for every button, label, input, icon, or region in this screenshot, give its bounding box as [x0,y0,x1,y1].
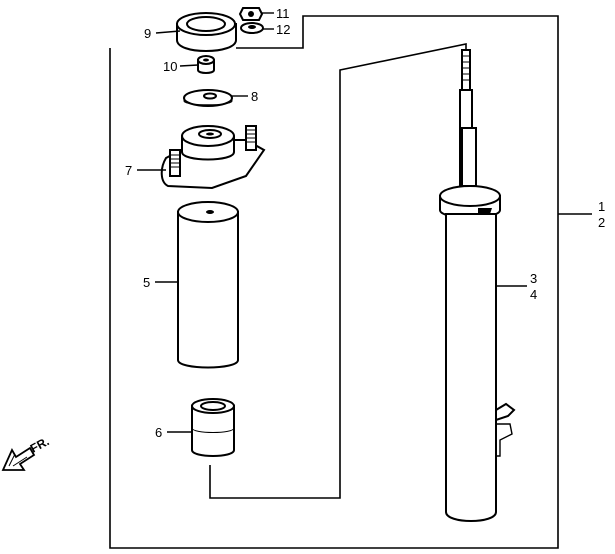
callout-8: 8 [251,89,258,104]
callout-12: 12 [276,22,290,37]
callout-5: 5 [143,275,150,290]
callout-9: 9 [144,26,151,41]
leader-9 [155,30,181,34]
dust-boot [177,201,239,369]
mount-washer [183,89,233,107]
front-direction-indicator: FR. [1,434,51,471]
mount-base [160,125,266,190]
callout-6: 6 [155,425,162,440]
strut [439,49,516,522]
callout-3: 3 [530,271,537,286]
callout-1: 1 [598,199,605,214]
washer [240,22,264,34]
nut [238,7,264,21]
callout-7: 7 [125,163,132,178]
assembly-frame [109,15,559,549]
callout-2: 2 [598,215,605,230]
callout-11: 11 [276,6,290,21]
arrow-down-left-icon [1,446,36,471]
damper-bracket-line [209,43,467,499]
callout-10: 10 [163,59,177,74]
bushing [197,55,215,74]
bump-stop [191,398,235,457]
callout-4: 4 [530,287,537,302]
leader-10 [179,64,199,67]
upper-mount-ring [176,12,237,53]
